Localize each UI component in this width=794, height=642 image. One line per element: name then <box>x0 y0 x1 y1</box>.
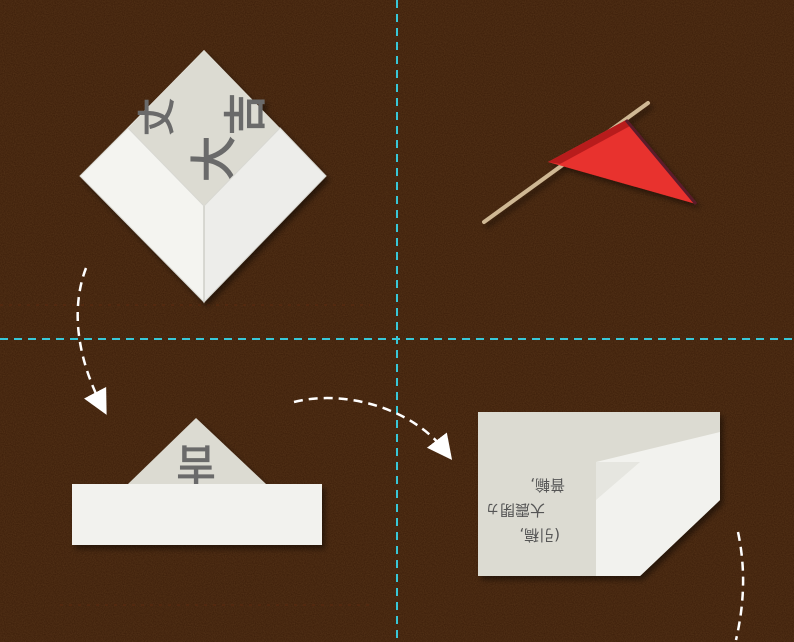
newsprint-glyph: 吉 <box>176 440 216 486</box>
panel-step-3: 吉 <box>72 418 322 545</box>
panel-step-2 <box>482 101 698 224</box>
newsprint-glyph: 丈 <box>135 98 179 136</box>
folded-paper-strip <box>72 484 322 545</box>
newsprint-triangle <box>128 418 266 484</box>
dashed-curved-arrow-icon <box>76 267 107 415</box>
panel-step-4: (引稿, 大震閉ヵ 普輸, 大 <box>478 412 720 576</box>
red-flag <box>548 120 696 204</box>
red-flag-dark-edge <box>548 120 630 164</box>
newsprint-glyphs: 大 吉 丈 <box>135 93 270 182</box>
newsprint-line: (引稿, <box>519 526 560 544</box>
folded-corner-tip <box>596 462 640 500</box>
dashed-curved-arrow-icon <box>293 396 453 460</box>
flag-edge <box>624 119 698 205</box>
dashed-curved-arrow-icon <box>734 531 745 641</box>
newsprint-glyph: 吉 <box>221 93 270 135</box>
newsprint-line: 大震閉ヵ <box>485 501 545 519</box>
panel-step-1: 大 吉 丈 <box>79 50 327 304</box>
newsprint-glyph: 大 <box>187 136 241 182</box>
newsprint-line: 普輸, <box>530 476 565 494</box>
